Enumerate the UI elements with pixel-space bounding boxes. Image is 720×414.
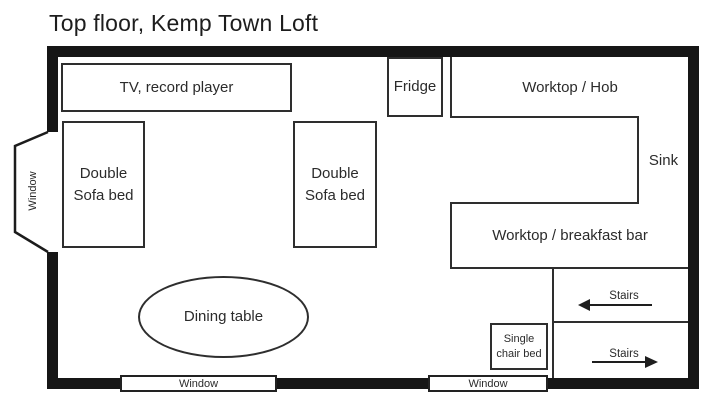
window-bottom-right: Window <box>428 375 548 392</box>
kitchen-line-sink-inner <box>637 116 639 204</box>
window-bottom-left: Window <box>120 375 277 392</box>
stairs-upper-arrow-shaft <box>589 304 652 306</box>
dining-table-label: Dining table <box>183 308 264 326</box>
single-chair-bed: Single chair bed <box>490 323 548 370</box>
stairwell-wall <box>552 268 554 378</box>
kitchen-line-hob-left <box>450 57 452 117</box>
kitchen-line-bar-left <box>450 202 452 268</box>
kitchen-line-bar-top <box>450 202 639 204</box>
kitchen-line-bar-bottom <box>450 267 688 269</box>
bay-window-shape <box>13 130 49 254</box>
stairs-arrow-left-icon <box>578 299 590 311</box>
single-chair-label-line2: chair bed <box>496 347 542 360</box>
dining-table: Dining table <box>138 276 309 358</box>
bay-wall-gap <box>45 132 60 252</box>
stairs-lower-arrow-shaft <box>592 361 647 363</box>
kitchen-line-hob-bottom <box>450 116 639 118</box>
sofa-left-label-line2: Sofa bed <box>73 186 134 204</box>
worktop-hob-label: Worktop / Hob <box>522 78 618 96</box>
double-sofa-bed-right: Double Sofa bed <box>293 121 377 248</box>
worktop-breakfast-bar-label: Worktop / breakfast bar <box>492 227 648 244</box>
fridge: Fridge <box>387 57 443 117</box>
fridge-label: Fridge <box>393 78 437 96</box>
stairs-lower-label: Stairs <box>609 348 639 360</box>
tv-record-player: TV, record player <box>61 63 292 112</box>
sofa-right-label-line2: Sofa bed <box>304 186 366 204</box>
double-sofa-bed-left: Double Sofa bed <box>62 121 145 248</box>
stairs-divider <box>553 321 688 323</box>
page-title: Top floor, Kemp Town Loft <box>49 10 319 36</box>
stairs-arrow-right-icon <box>645 356 658 368</box>
sink-label: Sink <box>648 151 679 169</box>
bay-window-label: Window <box>27 171 39 211</box>
tv-record-player-label: TV, record player <box>119 78 234 96</box>
sofa-right-label-line1: Double <box>311 164 359 182</box>
stairs-upper-label: Stairs <box>609 290 639 302</box>
single-chair-label-line1: Single <box>503 332 535 345</box>
sofa-left-label-line1: Double <box>79 164 128 182</box>
